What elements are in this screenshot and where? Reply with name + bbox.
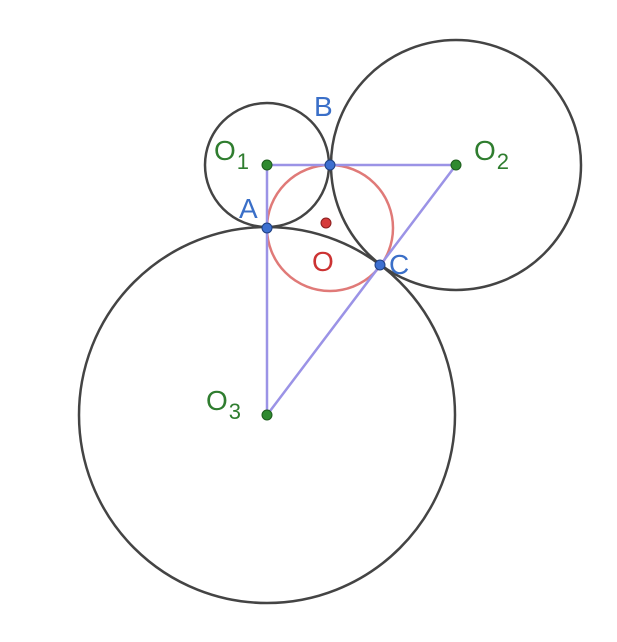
point-a: [261, 222, 273, 234]
label-o2: O2: [474, 135, 509, 174]
label-o3: O3: [206, 385, 241, 424]
label-o: O: [312, 246, 334, 277]
point-incenter-o: [320, 217, 332, 229]
label-c: C: [389, 249, 409, 280]
triangle-o1-o2-o3: [265, 163, 459, 419]
point-b: [324, 159, 336, 171]
label-o1: O1: [214, 135, 249, 174]
point-o2: [450, 159, 462, 171]
point-o1: [261, 159, 273, 171]
label-b: B: [314, 91, 333, 122]
point-c: [374, 259, 386, 271]
point-o3: [261, 409, 273, 421]
label-a: A: [239, 193, 258, 224]
